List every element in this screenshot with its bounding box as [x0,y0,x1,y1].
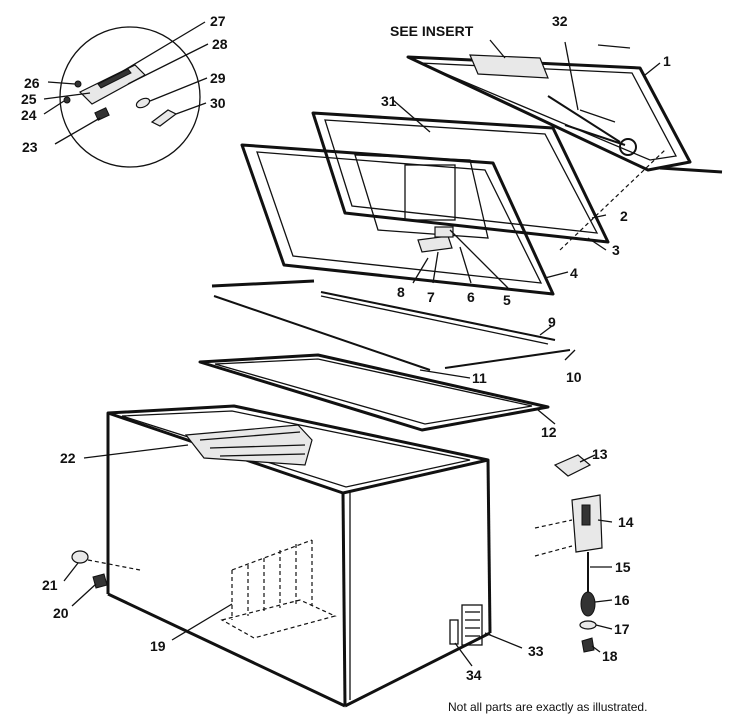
callout-7: 7 [427,289,435,305]
callout-18: 18 [602,648,618,664]
callout-4: 4 [570,265,578,281]
insert-detail [43,21,209,168]
callout-2: 2 [620,208,628,224]
insert-bracket [78,64,146,105]
part-7-bracket [417,235,453,253]
callout-3: 3 [612,242,620,258]
callout-23: 23 [22,139,38,155]
part-13-cover [553,454,592,477]
callout-17: 17 [614,621,630,637]
part-16-spring [580,591,596,617]
callout-11: 11 [472,370,487,386]
insert-screw-26 [74,80,82,88]
hinge-pivot [619,138,637,156]
callout-9: 9 [548,314,556,330]
callout-29: 29 [210,70,226,86]
insert-block-23 [94,107,110,121]
callout-28: 28 [212,36,228,52]
callout-31: 31 [381,93,397,109]
callout-15: 15 [615,559,631,575]
cabinet-breaker [198,353,550,432]
callout-8: 8 [397,284,405,300]
freezer-cabinet [71,404,492,708]
hinge-hardware [534,454,613,653]
callout-26: 26 [24,75,40,91]
callout-32: 32 [552,13,568,29]
vent-grille [461,604,483,646]
callout-5: 5 [503,292,511,308]
callout-22: 22 [60,450,76,466]
callout-12: 12 [541,424,557,440]
part-5-block [434,226,454,238]
lid-inner-frame [311,111,666,251]
leveling-leg [92,573,108,589]
insert-location-block [469,54,549,79]
callout-16: 16 [614,592,630,608]
footnote: Not all parts are exactly as illustrated… [448,700,647,714]
insert-screw-24 [63,96,71,104]
insert-heading: SEE INSERT [390,23,474,39]
lid-outer-panel [406,39,723,174]
callout-19: 19 [150,638,166,654]
callout-27: 27 [210,13,226,29]
insert-part-29 [135,97,151,109]
vent-side-plate [449,619,459,645]
callout-13: 13 [592,446,608,462]
liner-recess [354,154,489,239]
thermostat-knob [71,550,89,564]
part-17-washer [579,620,597,630]
part-18-screw [581,637,595,653]
condenser-coil [220,539,337,639]
insert-circle [59,26,201,168]
callout-33: 33 [528,643,544,659]
callout-20: 20 [53,605,69,621]
callout-25: 25 [21,91,37,107]
callout-24: 24 [21,107,37,123]
lid-liner-gasket [240,143,569,296]
callout-34: 34 [466,667,482,683]
callout-21: 21 [42,577,58,593]
insert-part-30 [150,109,178,127]
callout-30: 30 [210,95,226,111]
callout-6: 6 [467,289,475,305]
liner-recess-inner [404,164,456,221]
callout-1: 1 [663,53,671,69]
trim-strips [211,279,576,379]
callout-10: 10 [566,369,582,385]
callout-14: 14 [618,514,634,530]
